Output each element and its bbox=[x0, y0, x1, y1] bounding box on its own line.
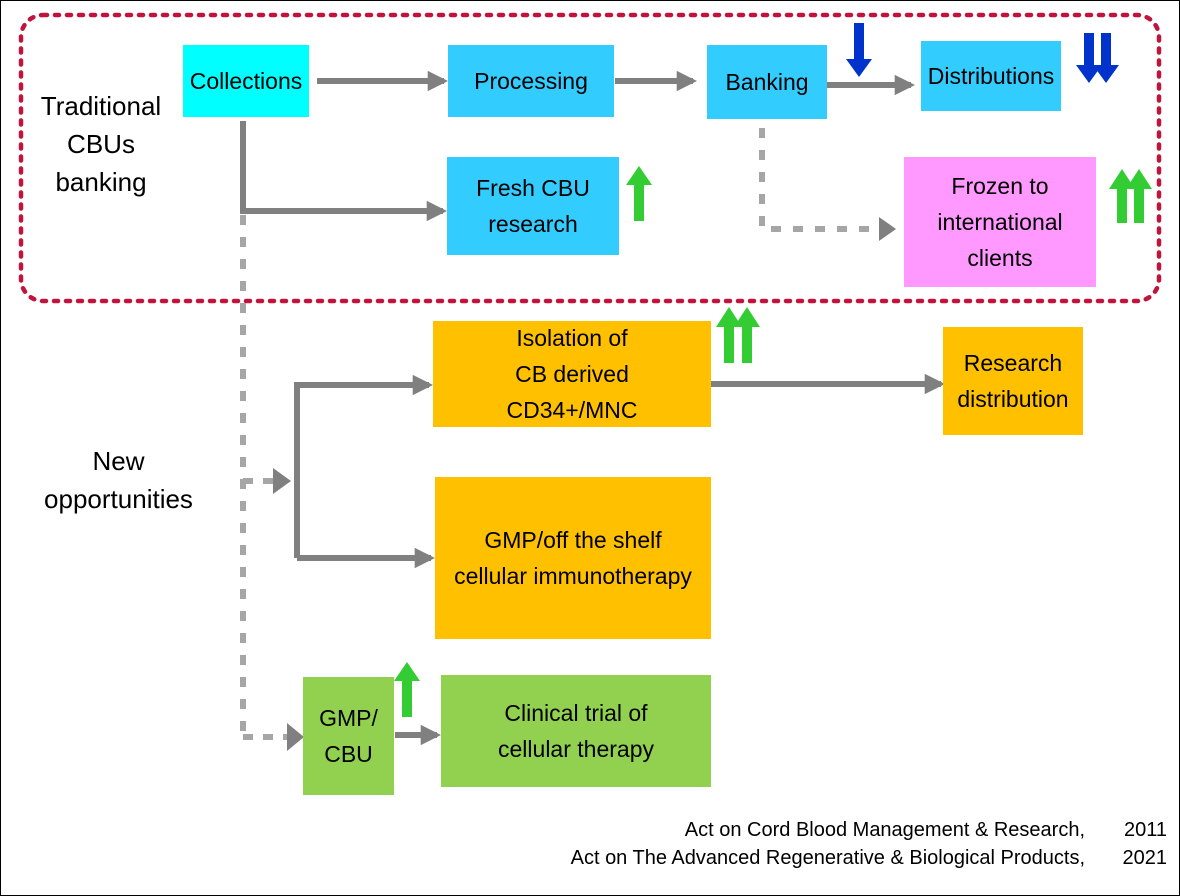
arrow-to-isolation bbox=[294, 374, 434, 558]
traditional-frame bbox=[18, 12, 1162, 304]
down-arrow-icon bbox=[846, 23, 872, 77]
node-gmp-cbu: GMP/ CBU bbox=[303, 677, 394, 795]
node-research-distribution: Research distribution bbox=[943, 327, 1083, 435]
node-distributions: Distributions bbox=[921, 41, 1061, 111]
up-arrow-icon bbox=[394, 662, 420, 717]
arrow-collections-fresh-cbu bbox=[240, 121, 448, 222]
node-gmp-immunotherapy: GMP/off the shelf cellular immunotherapy bbox=[435, 477, 711, 639]
arrowhead-gmp bbox=[287, 723, 304, 751]
node-processing: Processing bbox=[448, 45, 614, 117]
node-banking: Banking bbox=[707, 45, 827, 119]
node-clinical-trial: Clinical trial of cellular therapy bbox=[441, 675, 711, 787]
node-frozen-international: Frozen to international clients bbox=[904, 157, 1096, 287]
node-collections: Collections bbox=[183, 45, 309, 117]
new-section-label: New opportunities bbox=[44, 446, 193, 514]
footnote-year-2021: 2021 bbox=[1122, 847, 1168, 869]
traditional-section-label: Traditional CBUs banking bbox=[40, 91, 162, 197]
arrow-banking-frozen bbox=[759, 106, 891, 232]
double-down-arrow-icon bbox=[1076, 33, 1119, 83]
double-up-arrow-icon bbox=[716, 307, 760, 363]
footnote-act-2021: Act on The Advanced Regenerative & Biolo… bbox=[570, 847, 1085, 869]
node-isolation-cd34: Isolation of CB derived CD34+/MNC bbox=[433, 321, 711, 427]
node-fresh-cbu-research: Fresh CBU research bbox=[447, 157, 619, 255]
footnote-year-2011: 2011 bbox=[1123, 819, 1167, 841]
arrowhead-bracket bbox=[273, 468, 291, 494]
footnote-act-2011: Act on Cord Blood Management & Research, bbox=[684, 819, 1085, 841]
arrowhead-frozen bbox=[879, 217, 896, 241]
up-arrow-icon bbox=[626, 166, 652, 221]
double-up-arrow-icon bbox=[1109, 169, 1152, 223]
